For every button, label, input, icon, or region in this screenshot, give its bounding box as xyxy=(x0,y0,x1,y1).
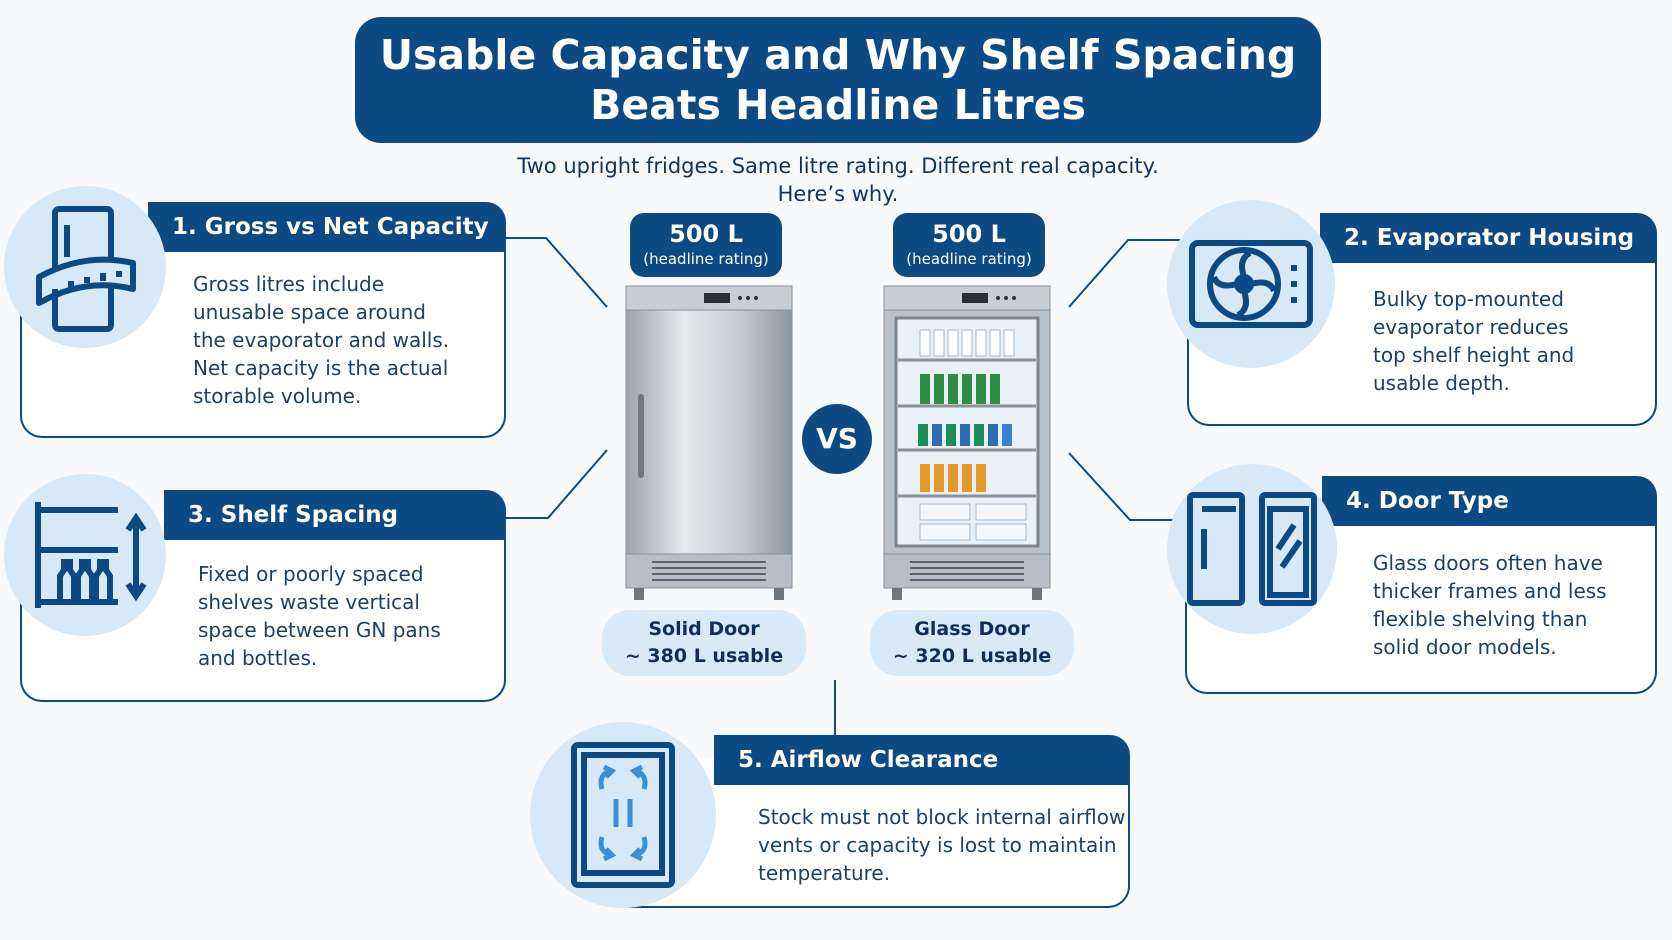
shelf-bottles-icon xyxy=(4,474,166,636)
card-evaporator-housing-heading: 2. Evaporator Housing xyxy=(1320,213,1657,263)
text-line: unusable space around xyxy=(193,300,426,324)
title-line-1: Usable Capacity and Why Shelf Spacing xyxy=(379,31,1297,79)
page-title: Usable Capacity and Why Shelf Spacing Be… xyxy=(355,17,1321,143)
subtitle: Two upright fridges. Same litre rating. … xyxy=(440,152,1236,208)
title-line-2: Beats Headline Litres xyxy=(590,81,1086,129)
solid-door-usable-label: Solid Door ~ 380 L usable xyxy=(602,610,806,676)
text-line: Glass doors often have xyxy=(1373,551,1603,575)
text-line: shelves waste vertical xyxy=(198,590,420,614)
text-line: solid door models. xyxy=(1373,635,1557,659)
glass-fridge-rating: 500 L (headline rating) xyxy=(893,213,1045,277)
subtitle-line-2: Here’s why. xyxy=(777,182,899,206)
card-evaporator-housing-text: Bulky top-mounted evaporator reduces top… xyxy=(1373,285,1574,397)
usable-capacity: ~ 380 L usable xyxy=(624,645,784,667)
door-types-icon xyxy=(1167,464,1337,634)
evaporator-fan-icon xyxy=(1167,200,1335,368)
card-shelf-spacing-heading: 3. Shelf Spacing xyxy=(164,490,506,540)
text-line: the evaporator and walls. xyxy=(193,328,450,352)
card-gross-vs-net-heading: 1. Gross vs Net Capacity xyxy=(148,202,506,252)
text-line: flexible shelving than xyxy=(1373,607,1588,631)
card-gross-vs-net-text: Gross litres include unusable space arou… xyxy=(193,270,449,410)
glass-door-usable-label: Glass Door ~ 320 L usable xyxy=(870,610,1074,676)
solid-fridge-rating: 500 L (headline rating) xyxy=(630,213,782,277)
text-line: Net capacity is the actual xyxy=(193,356,449,380)
text-line: usable depth. xyxy=(1373,371,1510,395)
subtitle-line-1: Two upright fridges. Same litre rating. … xyxy=(517,154,1159,178)
rating-note: (headline rating) xyxy=(643,250,769,268)
card-shelf-spacing-text: Fixed or poorly spaced shelves waste ver… xyxy=(198,560,441,672)
vs-badge: VS xyxy=(802,404,872,474)
card-airflow-clearance-text: Stock must not block internal airflow ve… xyxy=(758,803,1125,887)
text-line: Fixed or poorly spaced xyxy=(198,562,424,586)
glass-door-fridge-image xyxy=(883,285,1051,600)
text-line: temperature. xyxy=(758,861,891,885)
text-line: Stock must not block internal airflow xyxy=(758,805,1126,829)
tape-measure-fridge-icon xyxy=(4,186,166,348)
fridge-type: Solid Door xyxy=(648,618,760,640)
solid-door-fridge-image xyxy=(625,285,793,600)
card-door-type-heading: 4. Door Type xyxy=(1322,476,1657,526)
text-line: thicker frames and less xyxy=(1373,579,1607,603)
text-line: vents or capacity is lost to maintain xyxy=(758,833,1117,857)
text-line: top shelf height and xyxy=(1373,343,1575,367)
text-line: evaporator reduces xyxy=(1373,315,1569,339)
usable-capacity: ~ 320 L usable xyxy=(892,645,1052,667)
text-line: storable volume. xyxy=(193,384,362,408)
fridge-type: Glass Door xyxy=(914,618,1030,640)
text-line: space between GN pans xyxy=(198,618,441,642)
airflow-arrows-icon xyxy=(530,722,716,908)
rating-value: 500 L xyxy=(932,220,1006,248)
card-door-type-text: Glass doors often have thicker frames an… xyxy=(1373,549,1607,661)
text-line: Gross litres include xyxy=(193,272,384,296)
text-line: Bulky top-mounted xyxy=(1373,287,1564,311)
rating-value: 500 L xyxy=(669,220,743,248)
card-airflow-clearance-heading: 5. Airflow Clearance xyxy=(714,735,1130,785)
rating-note: (headline rating) xyxy=(906,250,1032,268)
text-line: and bottles. xyxy=(198,646,318,670)
